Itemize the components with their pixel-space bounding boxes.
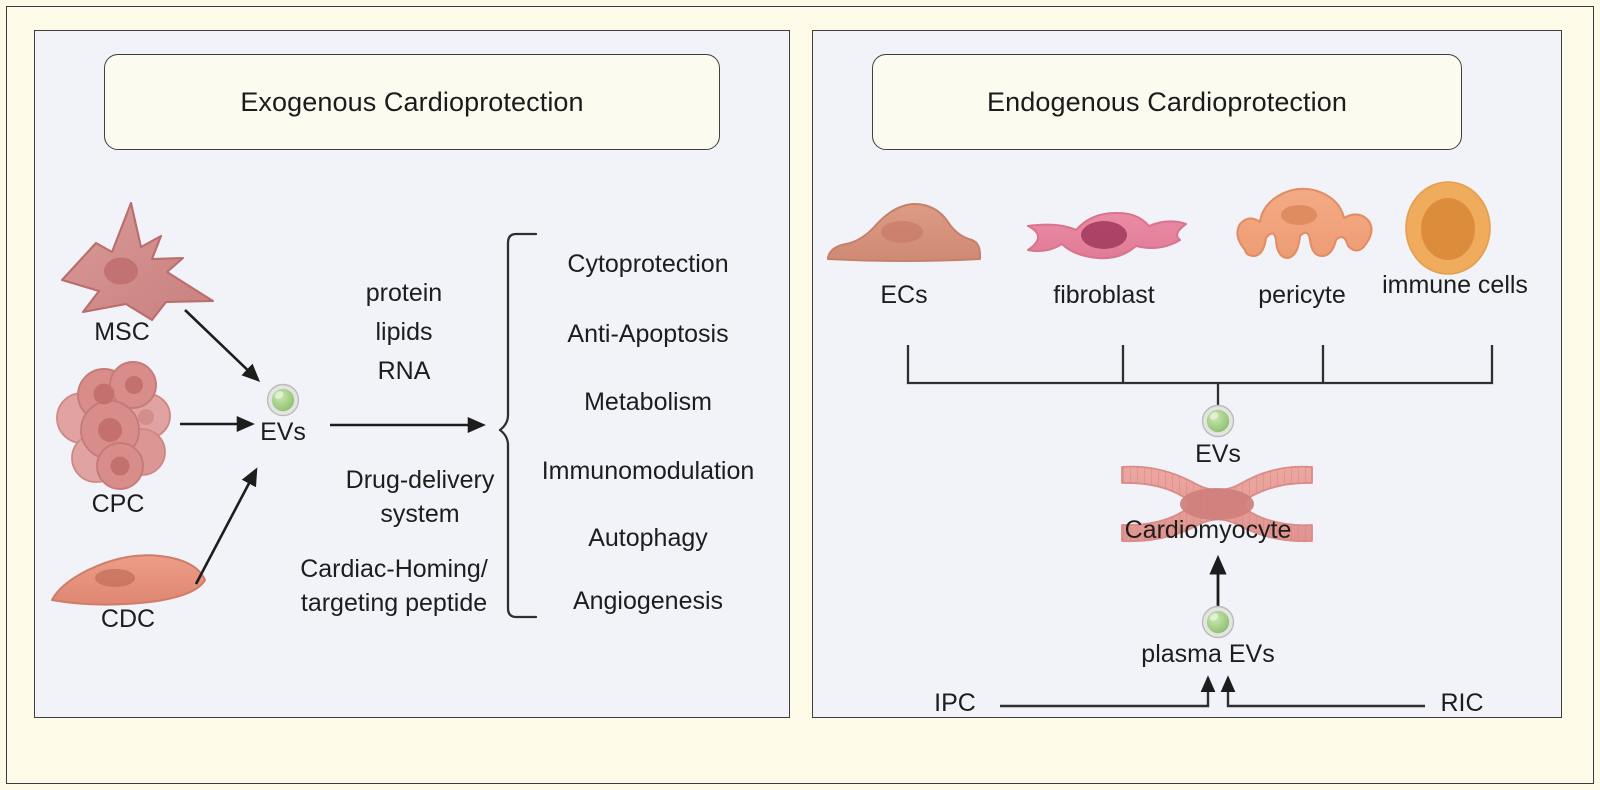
outcome-anti-apoptosis: Anti-Apoptosis — [567, 320, 729, 348]
outcome-autophagy: Autophagy — [588, 524, 708, 552]
label-plasma-evs: plasma EVs — [1141, 640, 1275, 668]
label-msc: MSC — [94, 318, 150, 346]
cargo-rna: RNA — [377, 357, 431, 385]
modification-drug-delivery-line2: system — [380, 500, 460, 528]
label-evs-right: EVs — [1195, 440, 1241, 468]
label-fibroblast: fibroblast — [1053, 281, 1155, 309]
label-ipc: IPC — [934, 689, 976, 717]
outcome-metabolism: Metabolism — [584, 388, 712, 416]
modification-cardiac-homing-line2: targeting peptide — [300, 589, 488, 617]
label-ecs: ECs — [880, 281, 928, 309]
panel-title-endogenous: Endogenous Cardioprotection — [872, 54, 1462, 150]
outcome-angiogenesis: Angiogenesis — [572, 587, 724, 615]
modification-cardiac-homing-line1: Cardiac-Homing/ — [300, 555, 488, 583]
cargo-protein: protein — [365, 279, 443, 307]
label-cpc: CPC — [91, 490, 145, 518]
label-ric: RIC — [1440, 689, 1484, 717]
label-cdc: CDC — [100, 605, 156, 633]
modification-drug-delivery-line1: Drug-delivery — [345, 466, 495, 494]
cargo-lipids: lipids — [375, 318, 433, 346]
outcome-immunomodulation: Immunomodulation — [541, 457, 755, 485]
outcome-cytoprotection: Cytoprotection — [567, 250, 729, 278]
label-pericyte: pericyte — [1258, 281, 1346, 309]
label-cardiomyocyte: Cardiomyocyte — [1124, 516, 1292, 544]
label-evs-left: EVs — [260, 418, 306, 446]
panel-title-exogenous: Exogenous Cardioprotection — [104, 54, 720, 150]
label-immune-cells: immune cells — [1382, 271, 1528, 299]
